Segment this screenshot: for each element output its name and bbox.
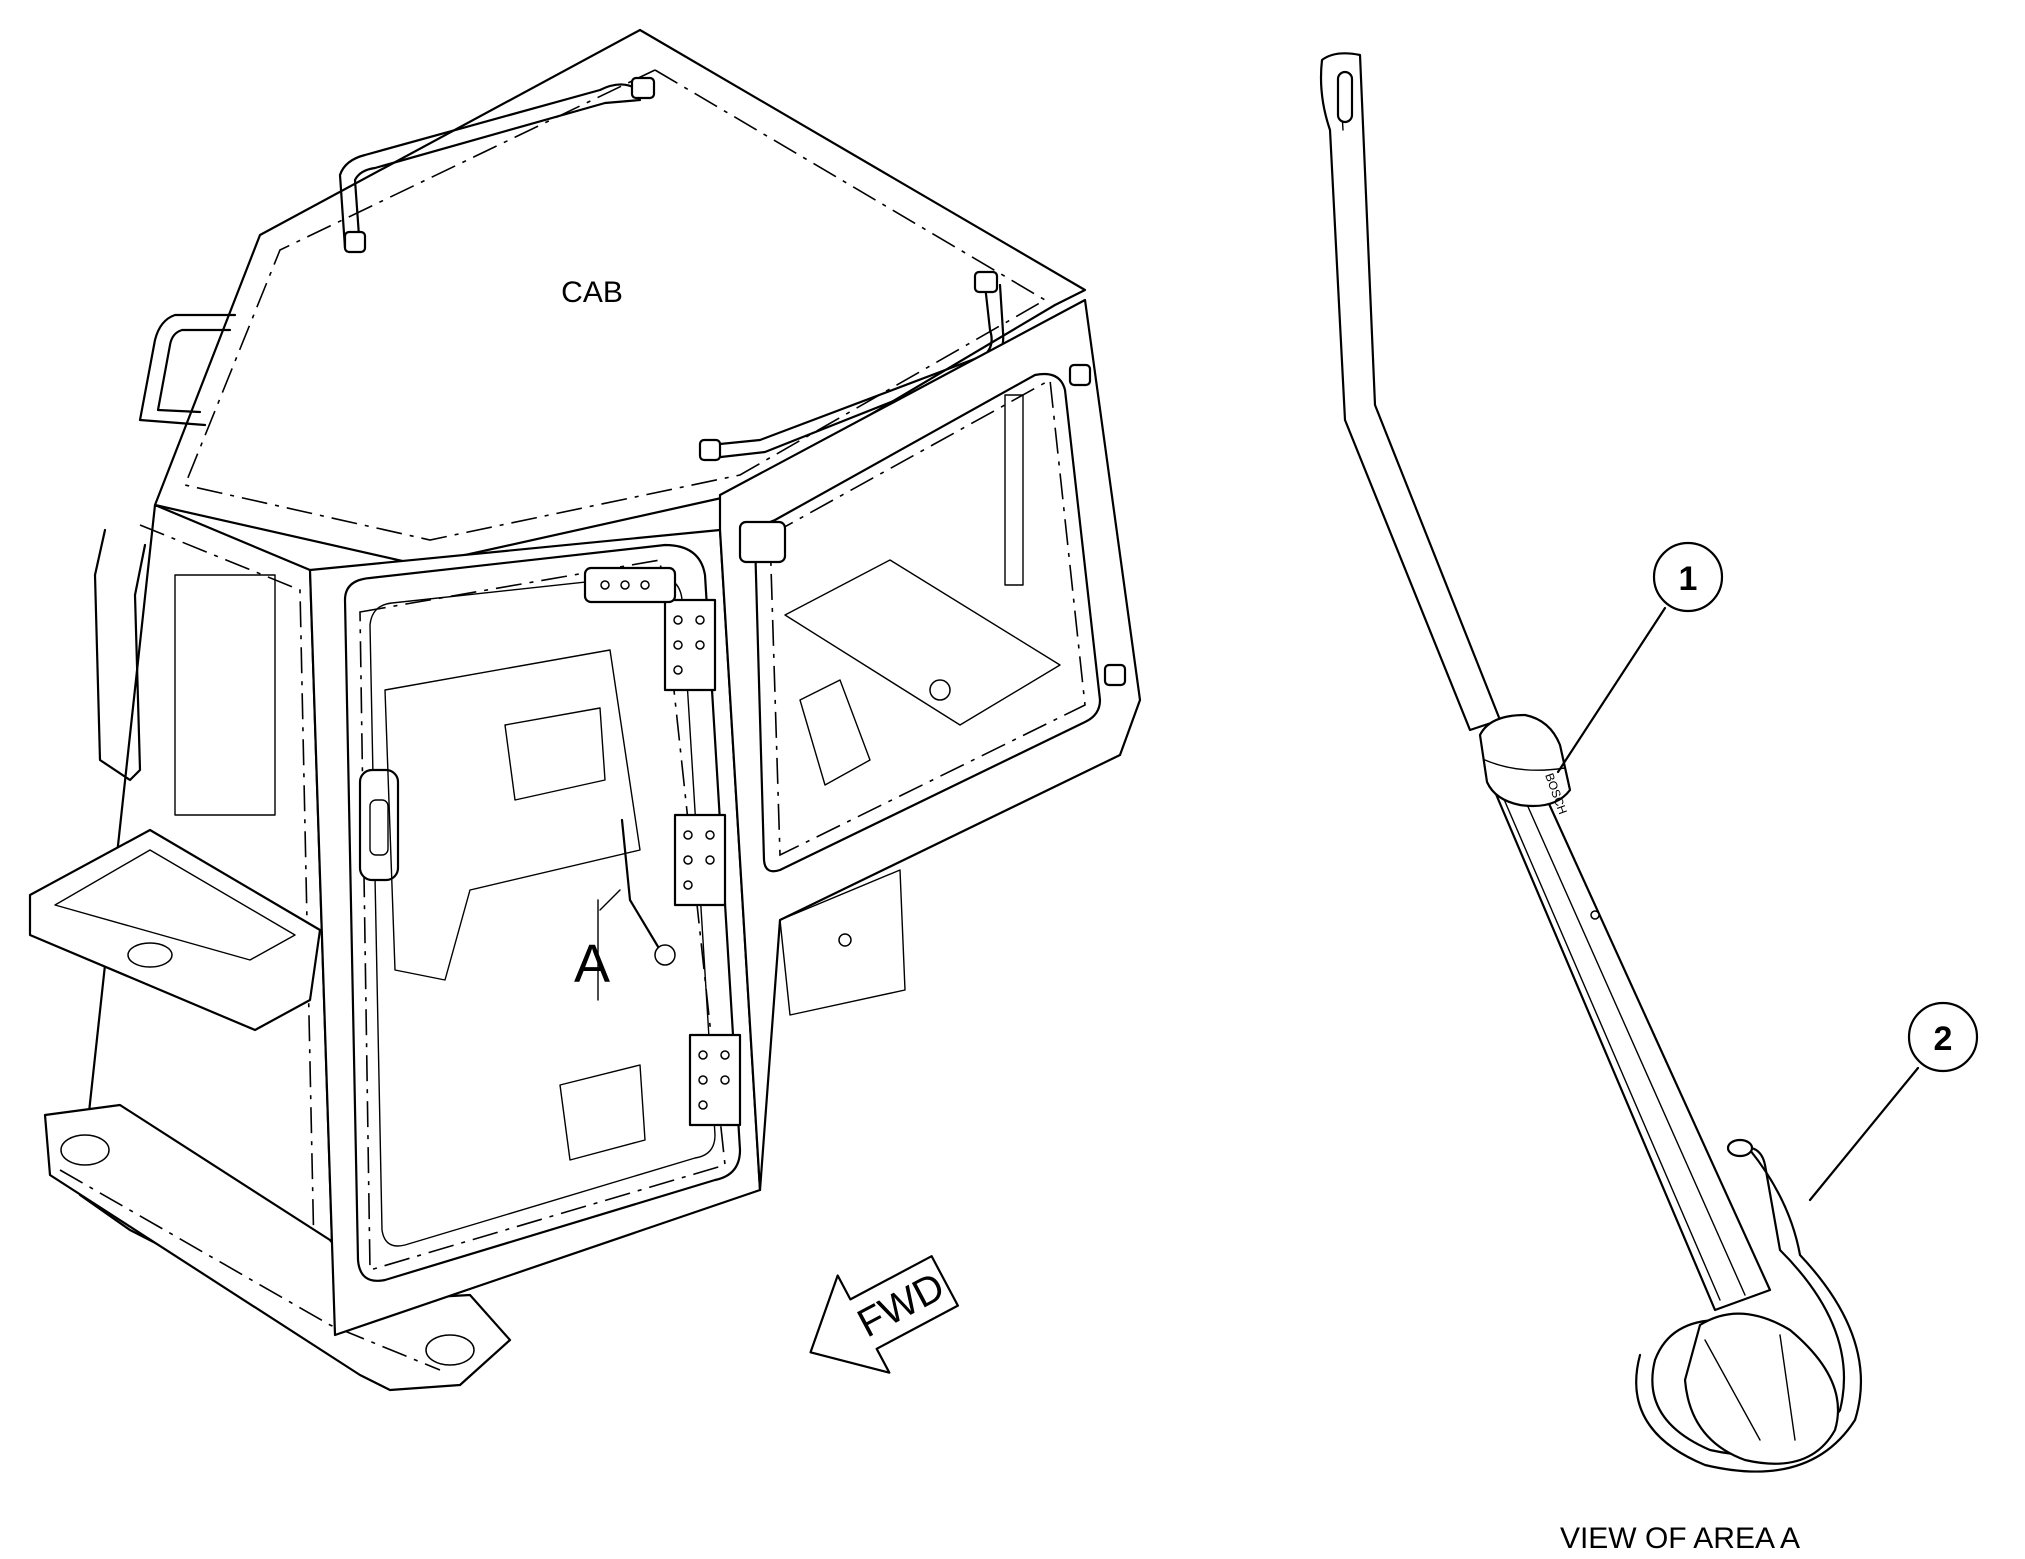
wiper-arm-upper bbox=[1319, 52, 1502, 732]
roof-rail-rear bbox=[338, 83, 652, 250]
cab-label: CAB bbox=[561, 276, 623, 309]
view-caption: VIEW OF AREA A bbox=[1560, 1522, 1800, 1555]
fwd-arrow-icon: FWD bbox=[809, 1255, 959, 1374]
callout-2: 2 bbox=[1808, 1001, 1979, 1202]
wiper-mount-base bbox=[1683, 1312, 1840, 1465]
cab-roof bbox=[153, 28, 1087, 567]
callout-2-number: 2 bbox=[1934, 1020, 1953, 1058]
door-hinge-lower bbox=[688, 1033, 742, 1127]
door-hinge-upper bbox=[663, 598, 717, 692]
wiper-collar bbox=[1478, 713, 1572, 808]
cab-base-frame bbox=[43, 1103, 512, 1392]
callout-1-number: 1 bbox=[1679, 560, 1698, 598]
left-step-platform bbox=[28, 828, 322, 1032]
cab-assembly: CAB A bbox=[28, 28, 1142, 1392]
door-opening bbox=[343, 543, 742, 1282]
wiper-arm-detail: BOSCH bbox=[1319, 52, 1862, 1473]
area-a-marker: A bbox=[574, 934, 610, 994]
cab-right-frame bbox=[718, 298, 1142, 1192]
door-hinge-middle bbox=[673, 813, 727, 907]
door-latch bbox=[358, 768, 400, 882]
callout-1: 1 bbox=[1556, 541, 1724, 774]
left-grab-handle bbox=[138, 313, 237, 427]
wiper-arm-lower bbox=[1488, 778, 1772, 1312]
